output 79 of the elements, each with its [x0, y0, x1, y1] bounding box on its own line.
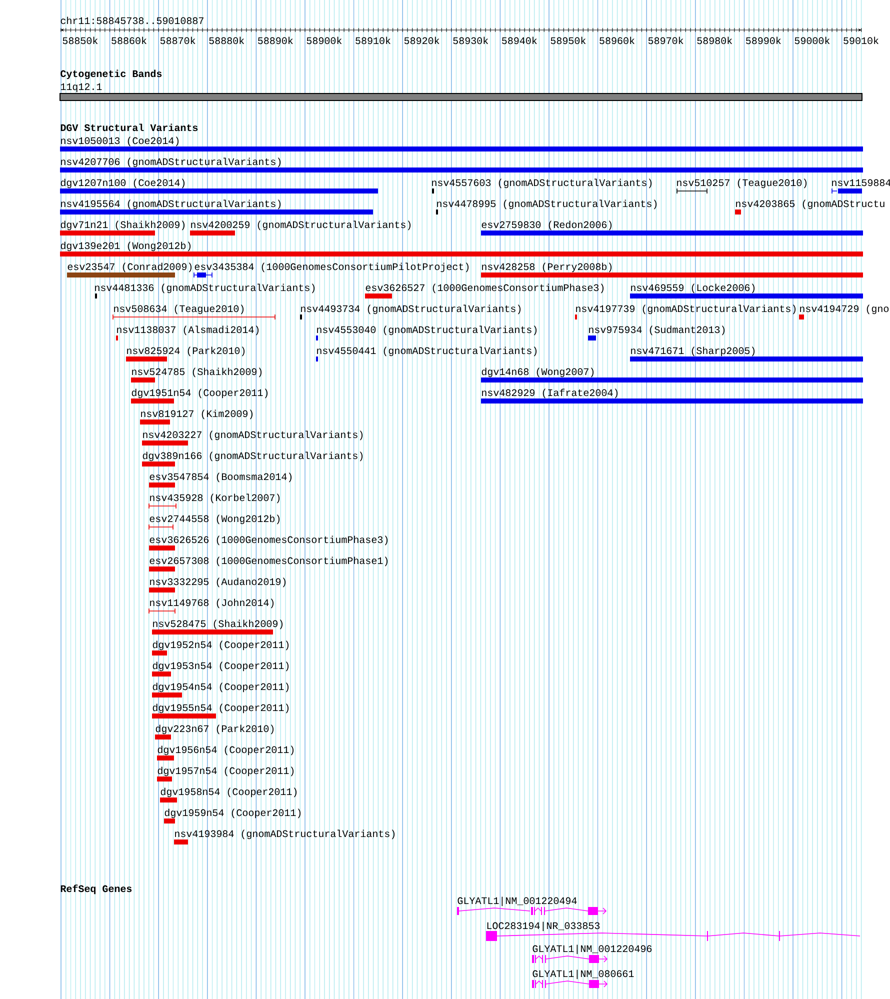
variant-label: esv3547854 (Boomsma2014) — [150, 472, 292, 482]
variant-label: nsv4195564 (gnomADStructuralVariants) — [61, 200, 281, 210]
variant-label: nsv4194729 (gno — [800, 304, 889, 314]
tick-label: 58910k — [356, 36, 390, 44]
variant-label: nsv1138037 (Alsmadi2014) — [117, 326, 259, 336]
variant-label: nsv3332295 (Audano2019) — [150, 578, 286, 588]
variant-label: nsv4553040 (gnomADStructuralVariants) — [317, 326, 537, 336]
variant-label: dgv1956n54 (Cooper2011) — [158, 746, 294, 756]
band-label: 11q12.1 — [60, 83, 102, 92]
gene-label: GLYATL1|NM_001220494 — [458, 896, 577, 906]
tick-label: 58900k — [306, 36, 342, 44]
variant-label: nsv4207706 (gnomADStructuralVariants) — [61, 158, 281, 168]
variant-label: nsv508634 (Teague2010) — [114, 304, 244, 314]
variant-label: nsv524785 (Shaikh2009) — [132, 368, 262, 378]
variant-label: esv3435384 (1000GenomesConsortiumPilotProject) — [194, 262, 469, 272]
variant-label: nsv471671 (Sharp2005) — [631, 346, 755, 356]
variant-label: nsv4481336 (gnomADStructuralVariants) — [95, 284, 315, 294]
variant-label: dgv1954n54 (Cooper2011) — [152, 682, 289, 692]
gene-label: GLYATL1|NM_001220496 — [532, 944, 652, 954]
tick-label: 58890k — [258, 36, 293, 44]
tick-label: 58950k — [550, 36, 586, 44]
variant-label: nsv4493734 (gnomADStructuralVariants) — [301, 304, 521, 314]
variant-label: dgv71n21 (Shaikh2009) — [60, 220, 185, 230]
variant-label: nsv1050013 (Coe2014) — [61, 136, 179, 146]
variant-label: dgv1952n54 (Cooper2011) — [152, 640, 289, 650]
variant-label: dgv1958n54 (Cooper2011) — [160, 788, 297, 798]
variant-label: nsv4478995 (gnomADStructuralVariants) — [437, 200, 657, 210]
variant-label: dgv1959n54 (Cooper2011) — [164, 808, 301, 818]
variant-label: esv3626526 (1000GenomesConsortiumPhase3) — [150, 536, 388, 546]
variant-label: nsv510257 (Teague2010) — [677, 178, 807, 188]
variant-label: nsv428258 (Perry2008b) — [482, 262, 612, 272]
variant-label: dgv1957n54 (Cooper2011) — [158, 766, 294, 776]
variant-label: dgv139e201 (Wong2012b) — [60, 242, 191, 252]
variant-label: dgv389n166 (gnomADStructuralVariants) — [142, 452, 363, 462]
gene-label: LOC283194|NR_033853 — [487, 922, 600, 932]
variant-label: esv3626527 (1000GenomesConsortiumPhase3) — [366, 284, 604, 294]
variant-label: dgv1207n100 (Coe2014) — [60, 178, 185, 188]
tick-label: 59010k — [844, 36, 878, 44]
variant-label: nsv975934 (Sudmant2013) — [589, 326, 725, 336]
tick-label: 58980k — [697, 36, 732, 44]
variant-label: dgv223n67 (Park2010) — [156, 724, 274, 734]
tick-label: 58930k — [453, 36, 488, 44]
variant-label: nsv4557603 (gnomADStructuralVariants) — [432, 178, 652, 188]
variant-label: esv23547 (Conrad2009) — [68, 262, 192, 272]
variant-label: dgv14n68 (Wong2007) — [482, 368, 594, 378]
variant-label: nsv4197739 (gnomADStructuralVariants) — [576, 304, 796, 314]
variant-label: nsv482929 (Iafrate2004) — [482, 388, 618, 398]
tick-label: 58960k — [600, 36, 634, 44]
tick-label: 58880k — [209, 36, 244, 44]
tick-label: 58920k — [404, 36, 440, 44]
variant-label: nsv819127 (Kim2009) — [141, 410, 253, 420]
variant-label: esv2657308 (1000GenomesConsortiumPhase1) — [150, 556, 388, 566]
variant-label: dgv1953n54 (Cooper2011) — [152, 662, 289, 672]
track-heading: DGV Structural Variants — [60, 124, 198, 132]
tick-label: 58970k — [648, 36, 684, 44]
variant-label: nsv469559 (Locke2006) — [631, 284, 755, 294]
variant-label: nsv4550441 (gnomADStructuralVariants) — [317, 346, 537, 356]
variant-label: nsv1149768 (John2014) — [150, 598, 274, 608]
track-heading: Cytogenetic Bands — [60, 70, 162, 80]
variant-label: dgv1955n54 (Cooper2011) — [152, 704, 289, 714]
position-label: chr11:58845738..59010887 — [60, 16, 204, 24]
variant-label: esv2744558 (Wong2012b) — [150, 514, 280, 524]
variant-label: nsv4200259 (gnomADStructuralVariants) — [191, 220, 411, 230]
gene-label: GLYATL1|NM_080661 — [532, 970, 634, 980]
tick-label: 58860k — [112, 36, 146, 44]
variant-label: nsv4193984 (gnomADStructuralVariants) — [175, 830, 395, 840]
variant-label: esv2759830 (Redon2006) — [482, 220, 612, 230]
variant-label: nsv4203865 (gnomADStructu — [736, 200, 884, 210]
variant-label: nsv825924 (Park2010) — [127, 346, 245, 356]
variant-label: nsv4203227 (gnomADStructuralVariants) — [143, 430, 363, 440]
tick-label: 58940k — [502, 36, 537, 44]
variant-label: dgv1951n54 (Cooper2011) — [132, 388, 268, 398]
tick-label: 58990k — [746, 36, 781, 44]
tick-label: 58850k — [62, 36, 98, 44]
variant-label: nsv435928 (Korbel2007) — [150, 494, 280, 504]
variant-label: nsv528475 (Shaikh2009) — [153, 620, 283, 630]
tick-label: 58870k — [160, 36, 196, 44]
track-heading: RefSeq Genes — [60, 884, 132, 894]
tick-label: 59000k — [794, 36, 830, 44]
